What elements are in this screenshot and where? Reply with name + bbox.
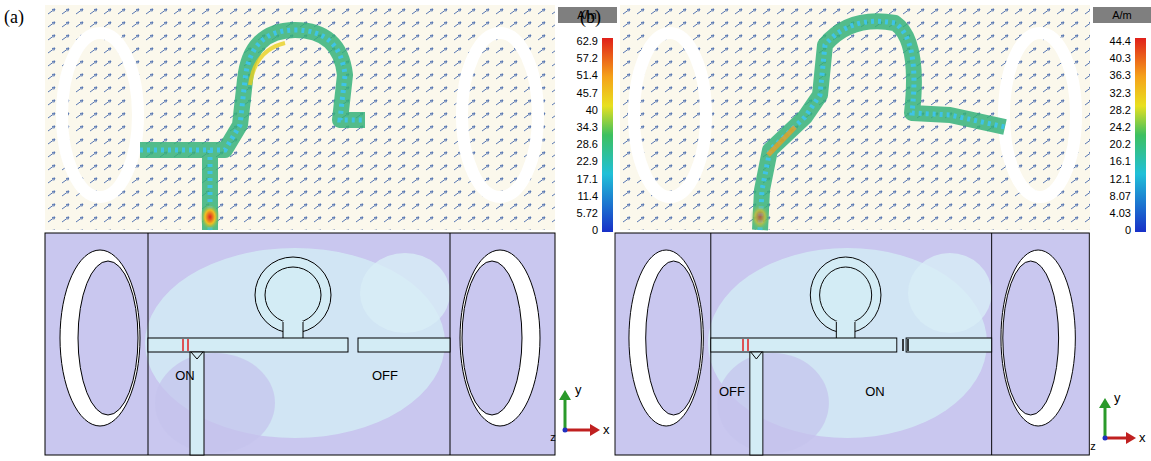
scale-value: 20.2 (1110, 138, 1131, 150)
scale-value: 40.3 (1110, 52, 1131, 64)
scale-value: 62.9 (577, 35, 598, 47)
scale-value: 36.3 (1110, 69, 1131, 81)
scale-value: 22.9 (577, 155, 598, 167)
scale-value: 24.2 (1110, 121, 1131, 133)
scale-value: 40 (586, 104, 598, 116)
scale-value: 32.3 (1110, 87, 1131, 99)
scale-value: 51.4 (577, 69, 598, 81)
scale-value: 44.4 (1110, 35, 1131, 47)
scale-value: 5.72 (577, 207, 598, 219)
axis-label: x (603, 423, 610, 437)
scale-value: 0 (1125, 224, 1131, 236)
switch-state: ON (865, 385, 885, 399)
scale-value: 34.3 (577, 121, 598, 133)
unit-label: A/m (1112, 9, 1132, 21)
switch-state: ON (175, 369, 195, 383)
scale-value: 4.03 (1110, 207, 1131, 219)
scale-value: 57.2 (577, 52, 598, 64)
panel-letter: (b) (580, 8, 601, 28)
scale-value: 12.1 (1110, 173, 1131, 185)
axis-label: y (575, 383, 582, 397)
axis-label: x (1139, 431, 1146, 445)
scale-value: 17.1 (577, 173, 598, 185)
scale-value: 45.7 (577, 87, 598, 99)
panel-letter: (a) (4, 8, 24, 28)
scale-value: 0 (592, 224, 598, 236)
axis-label: z (1090, 440, 1096, 452)
scale-value: 11.4 (577, 190, 598, 202)
scale-value: 28.6 (577, 138, 598, 150)
scale-value: 16.1 (1110, 155, 1131, 167)
axis-label: y (1114, 391, 1121, 405)
scale-value: 28.2 (1110, 104, 1131, 116)
scale-value: 8.07 (1110, 190, 1131, 202)
axis-label: z (550, 431, 556, 443)
switch-state: OFF (719, 385, 745, 399)
switch-state: OFF (372, 369, 398, 383)
